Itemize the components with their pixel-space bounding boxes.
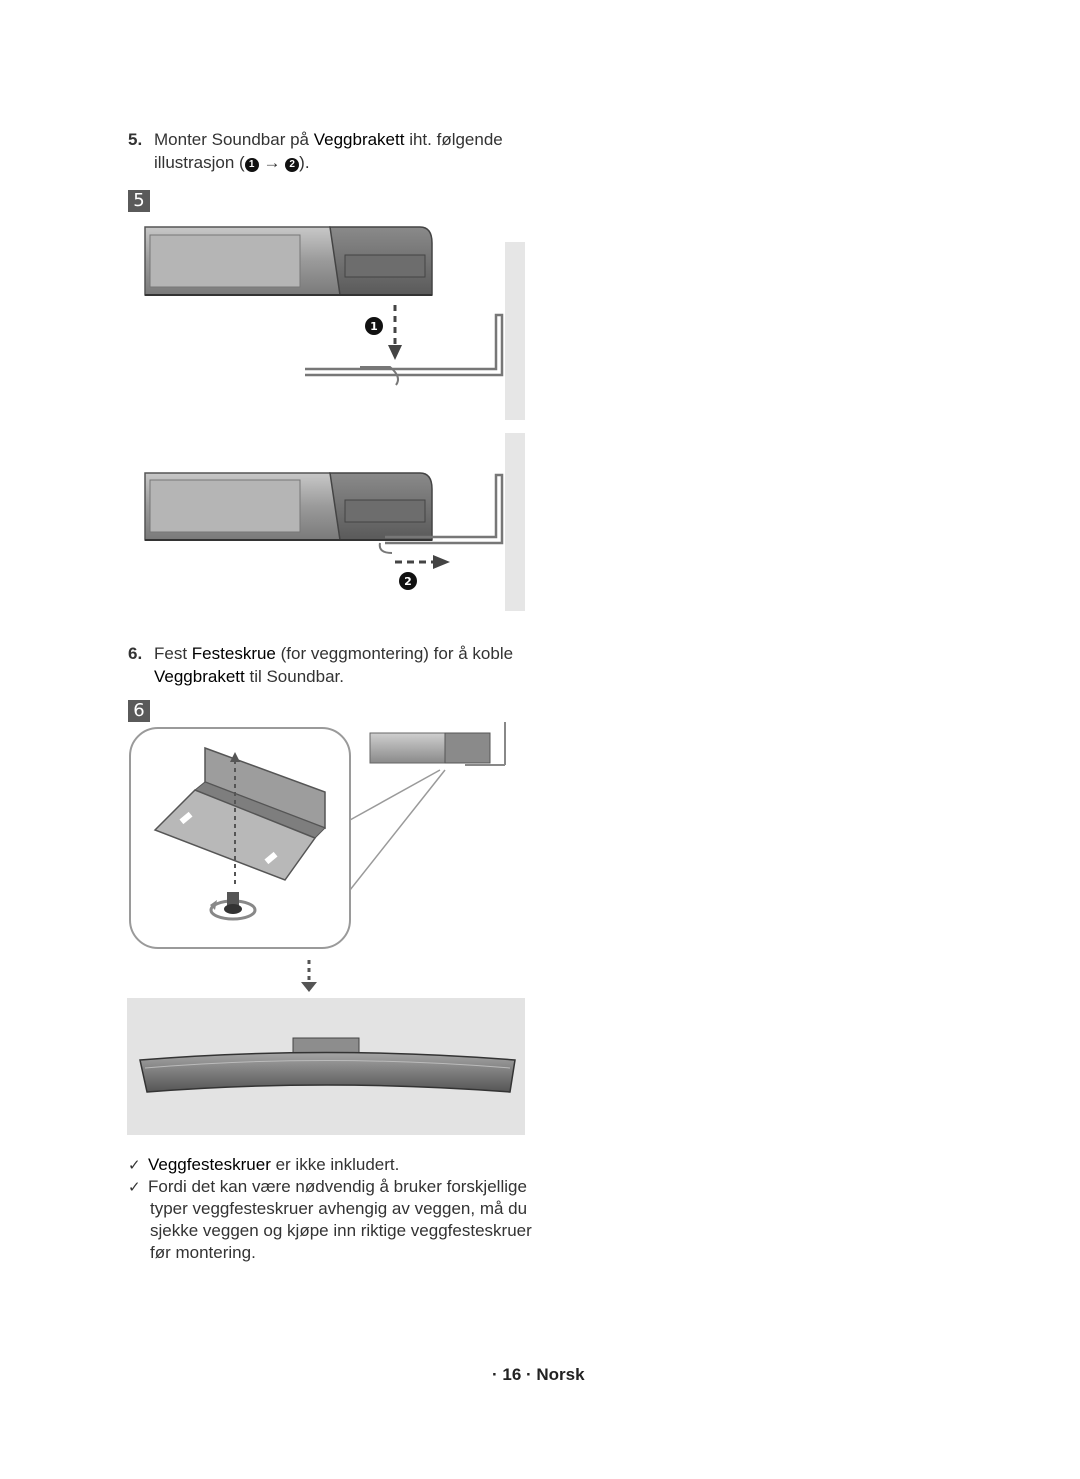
checkmark-icon: ✓ (128, 1156, 141, 1174)
screw-icon (209, 892, 257, 921)
step-number: 6. (128, 644, 143, 663)
soundbar-small-view (369, 722, 506, 766)
term-veggbrakett: Veggbrakett (313, 130, 405, 149)
term-veggbrakett: Veggbrakett (154, 667, 245, 686)
notes: ✓Veggfesteskruer er ikke inkludert. ✓For… (128, 1154, 548, 1264)
term-veggfesteskruer: Veggfesteskruer (148, 1155, 271, 1174)
step-number: 5. (128, 130, 143, 149)
callout-1: 1 (370, 320, 378, 333)
wall (505, 433, 525, 611)
page-footer: · 16 · Norsk (492, 1365, 585, 1384)
step-5-box: 5 (128, 190, 150, 212)
marker-2: 2 (285, 158, 300, 172)
step-6-illustration (127, 722, 525, 1135)
curved-soundbar (139, 1037, 516, 1093)
marker-1: 1 (244, 158, 259, 172)
wall (505, 242, 525, 420)
soundbar-side-view-2 (144, 472, 433, 541)
step-5-instruction: 5.Monter Soundbar på Veggbrakett iht. fø… (128, 130, 503, 172)
arrow-icon: → (263, 153, 281, 172)
callout-2: 2 (404, 575, 412, 588)
checkmark-icon: ✓ (128, 1178, 141, 1196)
soundbar-side-view-1 (144, 226, 433, 296)
term-festeskrue: Festeskrue (191, 644, 276, 663)
step-6-instruction: 6.Fest Festeskrue (for veggmontering) fo… (128, 644, 514, 686)
note-1: ✓Veggfesteskruer er ikke inkludert. (128, 1155, 400, 1174)
note-2: ✓Fordi det kan være nødvendig å bruker f… (128, 1177, 527, 1196)
step-5-illustration: 1 2 (144, 226, 525, 611)
step-6-box: 6 (128, 700, 150, 722)
